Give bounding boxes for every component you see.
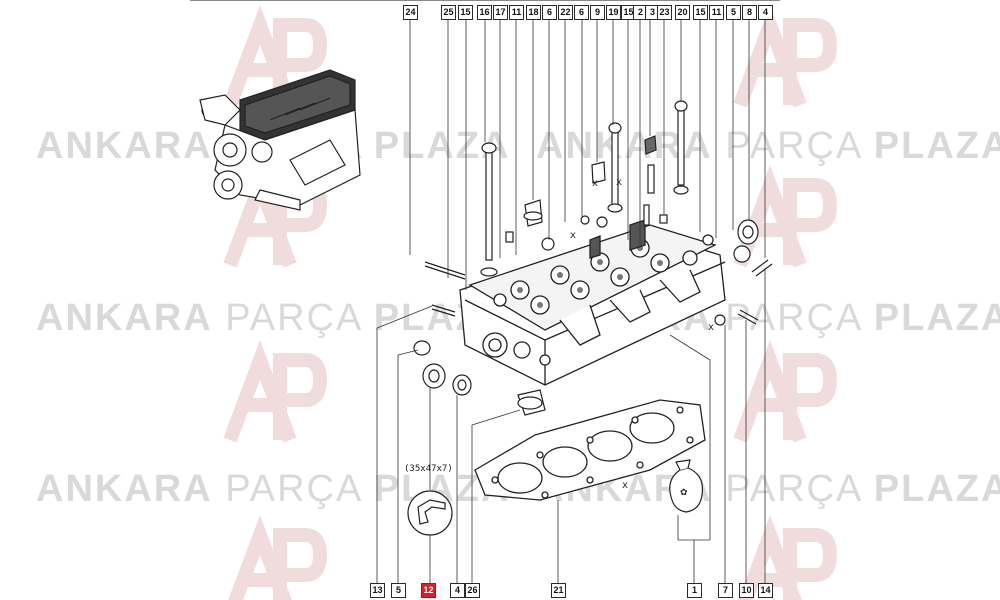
cylinder-head bbox=[459, 219, 726, 386]
callout-part-10[interactable]: 10 bbox=[739, 583, 754, 598]
callout-part-24[interactable]: 24 bbox=[403, 5, 418, 20]
cross-ref-x: x bbox=[708, 322, 714, 333]
cross-ref-x: x bbox=[622, 480, 628, 491]
callout-part-16[interactable]: 16 bbox=[477, 5, 492, 20]
callout-part-9[interactable]: 9 bbox=[590, 5, 605, 20]
callout-part-6[interactable]: 6 bbox=[542, 5, 557, 20]
callout-part-20[interactable]: 20 bbox=[675, 5, 690, 20]
watermark-logo bbox=[733, 5, 838, 108]
callout-part-8[interactable]: 8 bbox=[742, 5, 757, 20]
callout-part-6[interactable]: 6 bbox=[574, 5, 589, 20]
watermark-logo bbox=[223, 340, 328, 443]
callout-part-4[interactable]: 4 bbox=[758, 5, 773, 20]
callout-part-11[interactable]: 11 bbox=[509, 5, 524, 20]
callout-part-21[interactable]: 21 bbox=[551, 583, 566, 598]
watermark-logo bbox=[228, 515, 328, 600]
watermark-logo bbox=[223, 5, 328, 108]
callout-part-11[interactable]: 11 bbox=[709, 5, 724, 20]
leader-lines bbox=[376, 20, 766, 585]
callout-part-13[interactable]: 13 bbox=[370, 583, 385, 598]
callout-part-14[interactable]: 14 bbox=[758, 583, 773, 598]
callout-part-19[interactable]: 19 bbox=[606, 5, 621, 20]
callout-part-2[interactable]: 2 bbox=[633, 5, 648, 20]
callout-part-26[interactable]: 26 bbox=[465, 583, 480, 598]
callout-part-18[interactable]: 18 bbox=[526, 5, 541, 20]
callout-part-23[interactable]: 23 bbox=[657, 5, 672, 20]
callout-part-5[interactable]: 5 bbox=[391, 583, 406, 598]
engine-thumbnail bbox=[199, 69, 361, 211]
cross-ref-marks: x x x x x bbox=[570, 177, 714, 491]
head-gasket bbox=[474, 399, 706, 501]
callout-part-15[interactable]: 15 bbox=[458, 5, 473, 20]
cross-ref-x: x bbox=[592, 178, 598, 189]
cross-ref-x: x bbox=[570, 230, 576, 241]
callout-part-1[interactable]: 1 bbox=[687, 583, 702, 598]
cross-ref-x: x bbox=[616, 177, 622, 188]
callout-part-17[interactable]: 17 bbox=[493, 5, 508, 20]
svg-text:✿: ✿ bbox=[680, 488, 688, 498]
callout-part-25[interactable]: 25 bbox=[441, 5, 456, 20]
callout-part-5[interactable]: 5 bbox=[726, 5, 741, 20]
callout-part-12[interactable]: 12 bbox=[421, 583, 436, 598]
watermark-logo bbox=[733, 340, 838, 443]
callout-part-7[interactable]: 7 bbox=[718, 583, 733, 598]
small-parts: ✿ bbox=[407, 100, 773, 536]
seal-dimension-label: (35x47x7) bbox=[404, 464, 453, 474]
callout-part-15[interactable]: 15 bbox=[693, 5, 708, 20]
callout-part-22[interactable]: 22 bbox=[558, 5, 573, 20]
callout-part-4[interactable]: 4 bbox=[450, 583, 465, 598]
